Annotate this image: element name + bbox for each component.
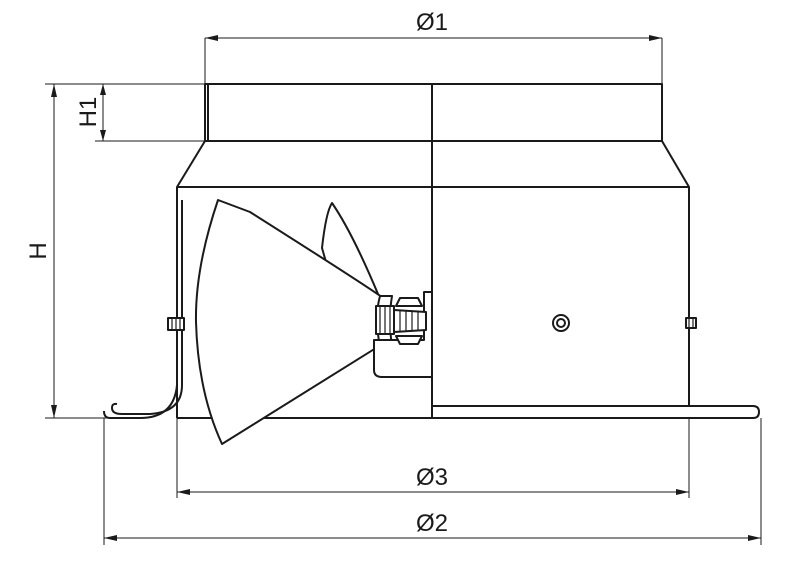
dimension-d1: Ø1 <box>204 9 663 86</box>
d2-label: Ø2 <box>416 510 448 537</box>
d3-arrow-left <box>177 489 190 495</box>
h1-label: H1 <box>75 97 102 128</box>
motor-mount <box>373 291 433 378</box>
shaft <box>393 309 427 333</box>
h-arrow-bottom <box>51 405 57 418</box>
top-collar <box>204 83 663 142</box>
bolt-right-nut <box>685 317 697 329</box>
shaft-nut-bottom <box>395 335 423 345</box>
front-blade <box>194 199 390 445</box>
inlet-flange-outer <box>111 200 183 415</box>
shaft-assembly <box>375 297 427 345</box>
d1-arrow-left <box>205 35 218 41</box>
screw-inner <box>556 318 566 328</box>
d2-arrow-right <box>748 535 761 541</box>
dimension-d3: Ø3 <box>176 418 690 498</box>
impeller <box>194 199 433 445</box>
dimension-h: H <box>25 83 207 419</box>
base-plate-right <box>432 405 760 419</box>
h-label: H <box>25 242 52 259</box>
screw-head <box>552 314 570 332</box>
d2-arrow-left <box>104 535 117 541</box>
inlet-flange-inner <box>103 384 178 419</box>
dimension-d2: Ø2 <box>103 418 762 545</box>
housing-right-wall <box>661 140 690 406</box>
dimension-h1: H1 <box>75 84 207 142</box>
d3-arrow-right <box>676 489 689 495</box>
shaft-nut-top <box>395 297 423 307</box>
h1-arrow-bottom <box>100 130 106 141</box>
d1-arrow-right <box>649 35 662 41</box>
d1-label: Ø1 <box>416 9 448 36</box>
d3-label: Ø3 <box>416 464 448 491</box>
bolt-right <box>685 317 697 329</box>
bolt-left <box>167 317 185 331</box>
h1-arrow-top <box>100 84 106 95</box>
h-arrow-top <box>51 84 57 97</box>
